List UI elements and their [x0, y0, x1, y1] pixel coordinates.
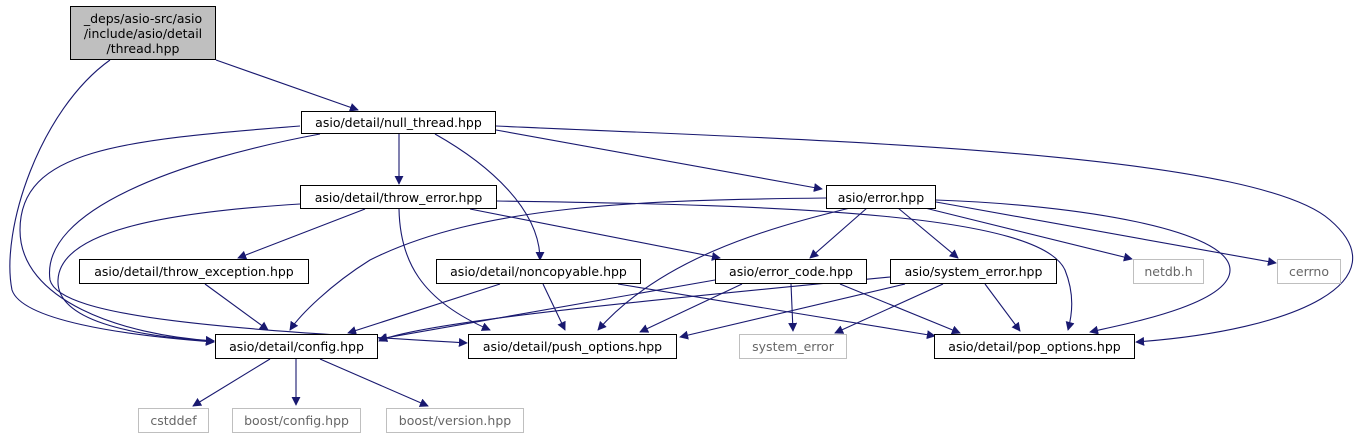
edge-null-thread-noncopyable — [434, 133, 545, 261]
edge-throw-error-config — [57, 203, 301, 346]
edge-error-config — [289, 197, 827, 331]
edge-noncopyable-pop-options — [617, 283, 936, 340]
node-cerrno[interactable]: cerrno — [1277, 259, 1341, 284]
edge-error-error-code — [809, 207, 868, 259]
edge-throw-error-throw-exception — [237, 208, 366, 260]
node-null-thread-hpp[interactable]: asio/detail/null_thread.hpp — [301, 111, 496, 134]
edge-system-error-pop-options — [984, 283, 1021, 332]
edge-error-system-error — [897, 207, 959, 259]
node-boost-version-hpp[interactable]: boost/version.hpp — [386, 408, 524, 433]
edge-system-error-std-system-error — [834, 283, 944, 334]
edge-error-code-system-error — [788, 283, 798, 332]
edge-error-netdb — [924, 207, 1133, 262]
edge-config-cstddef — [192, 358, 271, 407]
node-thread-hpp[interactable]: _deps/asio-src/asio /include/asio/detail… — [70, 6, 216, 60]
edge-throw-error-pop-options — [496, 200, 1075, 331]
node-system-error-hpp[interactable]: asio/system_error.hpp — [890, 259, 1057, 284]
node-error-code-hpp[interactable]: asio/error_code.hpp — [715, 259, 867, 284]
edge-throw-error-error-code — [469, 208, 721, 261]
edge-error-code-config — [378, 279, 716, 343]
node-push-options-hpp[interactable]: asio/detail/push_options.hpp — [468, 334, 677, 359]
edge-error-code-push-options — [639, 283, 743, 333]
edge-null-thread-push-options — [49, 133, 468, 348]
edge-noncopyable-push-options — [542, 283, 566, 331]
edge-error-cerrno — [935, 201, 1277, 266]
edge-error-code-pop-options — [839, 283, 961, 335]
edge-system-error-push-options — [679, 283, 906, 340]
edge-null-thread-config — [19, 125, 301, 345]
node-netdb-h[interactable]: netdb.h — [1133, 259, 1204, 284]
edge-null-thread-error — [495, 129, 823, 192]
edge-throw-exception-config — [204, 283, 269, 331]
node-boost-config-hpp[interactable]: boost/config.hpp — [232, 408, 361, 433]
node-cstddef[interactable]: cstddef — [138, 408, 209, 433]
node-config-hpp[interactable]: asio/detail/config.hpp — [215, 334, 378, 359]
node-thread-hpp-label: _deps/asio-src/asio /include/asio/detail… — [83, 10, 203, 56]
edge-error-push-options — [597, 207, 851, 331]
node-noncopyable-hpp[interactable]: asio/detail/noncopyable.hpp — [436, 259, 641, 284]
edge-root-null-thread — [215, 59, 359, 112]
edge-config-boost-version — [319, 358, 429, 407]
edge-throw-error-push-options — [398, 208, 491, 331]
node-pop-options-hpp[interactable]: asio/detail/pop_options.hpp — [934, 334, 1135, 359]
edge-null-thread-pop-options — [495, 125, 1353, 346]
edge-error-pop-options — [935, 199, 1231, 335]
node-throw-error-hpp[interactable]: asio/detail/throw_error.hpp — [300, 185, 497, 209]
node-std-system-error[interactable]: system_error — [739, 334, 847, 359]
edge-root-config — [9, 59, 215, 346]
edge-system-error-config — [378, 276, 891, 342]
edge-noncopyable-config — [347, 283, 501, 335]
node-error-hpp[interactable]: asio/error.hpp — [826, 185, 936, 209]
node-throw-exception-hpp[interactable]: asio/detail/throw_exception.hpp — [79, 259, 309, 284]
